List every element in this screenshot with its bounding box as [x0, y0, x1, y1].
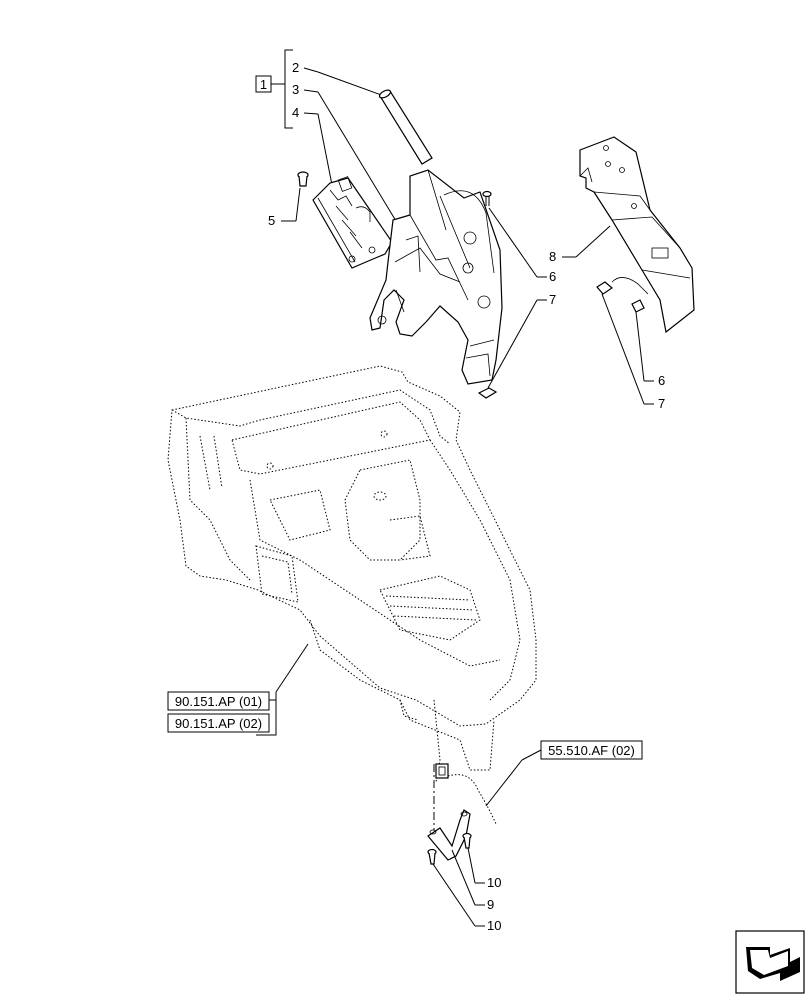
screw-part-6-a — [482, 190, 492, 206]
rod-part-2 — [378, 89, 433, 165]
screw-part-10-a — [462, 832, 472, 849]
screw-part-5 — [297, 171, 309, 187]
screw-part-10-b — [427, 848, 437, 865]
callout-6-b: 6 — [658, 373, 665, 388]
ref-label-2: 90.151.AP (02) — [175, 716, 262, 731]
console-body — [167, 365, 537, 783]
callout-6-a: 6 — [549, 269, 556, 284]
support-bracket-part-3 — [369, 169, 503, 385]
callout-2: 2 — [292, 60, 299, 75]
ref-box-2 — [167, 713, 270, 733]
clip-part-9 — [427, 809, 471, 861]
callout-7-b: 7 — [658, 396, 665, 411]
ref-box-1 — [167, 691, 270, 711]
ref-label-3: 55.510.AF (02) — [548, 743, 635, 758]
screw-part-6-b — [631, 299, 645, 313]
callout-9: 9 — [487, 897, 494, 912]
group-ref-label: 1 — [260, 77, 267, 92]
nut-part-7-a — [477, 387, 498, 399]
cable — [447, 774, 497, 825]
callout-4: 4 — [292, 105, 299, 120]
ref-label-1: 90.151.AP (01) — [175, 694, 262, 709]
connector — [435, 763, 449, 779]
callout-5: 5 — [268, 213, 275, 228]
reference-group-90-151: 90.151.AP (01) 90.151.AP (02) — [167, 643, 309, 736]
hinge-plate-part-4 — [312, 176, 393, 269]
callout-3: 3 — [292, 82, 299, 97]
callout-10-a: 10 — [487, 875, 501, 890]
nut-part-7-b — [596, 281, 613, 295]
callout-7-a: 7 — [549, 292, 556, 307]
armrest-cover-part-8 — [579, 136, 695, 334]
next-page-arrow-icon[interactable] — [735, 930, 805, 994]
callout-8: 8 — [549, 249, 556, 264]
group-bracket: 1 — [255, 49, 293, 129]
reference-group-55-510: 55.510.AF (02) — [485, 740, 643, 807]
callout-10-b: 10 — [487, 918, 501, 933]
